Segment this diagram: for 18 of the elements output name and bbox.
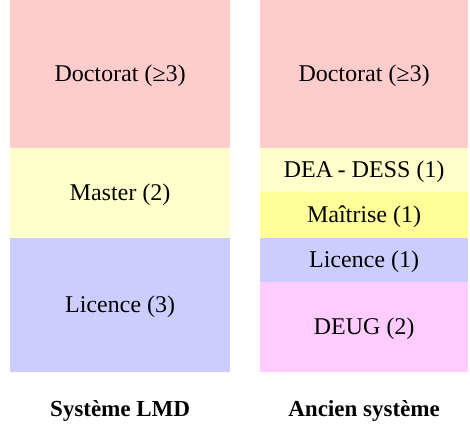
level-band (260, 192, 468, 238)
column-title: Système LMD (49, 396, 191, 422)
level-label: DEUG (2) (314, 314, 414, 340)
level-label: Licence (1) (309, 246, 419, 274)
level-band (260, 148, 468, 192)
level-label: Maîtrise (1) (307, 202, 421, 228)
level-band (10, 148, 230, 238)
level-label: Doctorat (≥3) (298, 60, 430, 88)
column-title: Ancien système (287, 396, 441, 422)
level-label: Master (2) (70, 180, 170, 206)
level-label: Doctorat (≥3) (54, 60, 186, 88)
level-band (260, 282, 468, 372)
level-label: DEA - DESS (1) (284, 156, 444, 184)
level-band (10, 238, 230, 372)
level-label: Licence (3) (65, 292, 175, 318)
level-band (10, 0, 230, 148)
level-band (260, 238, 468, 282)
level-band (260, 0, 468, 148)
